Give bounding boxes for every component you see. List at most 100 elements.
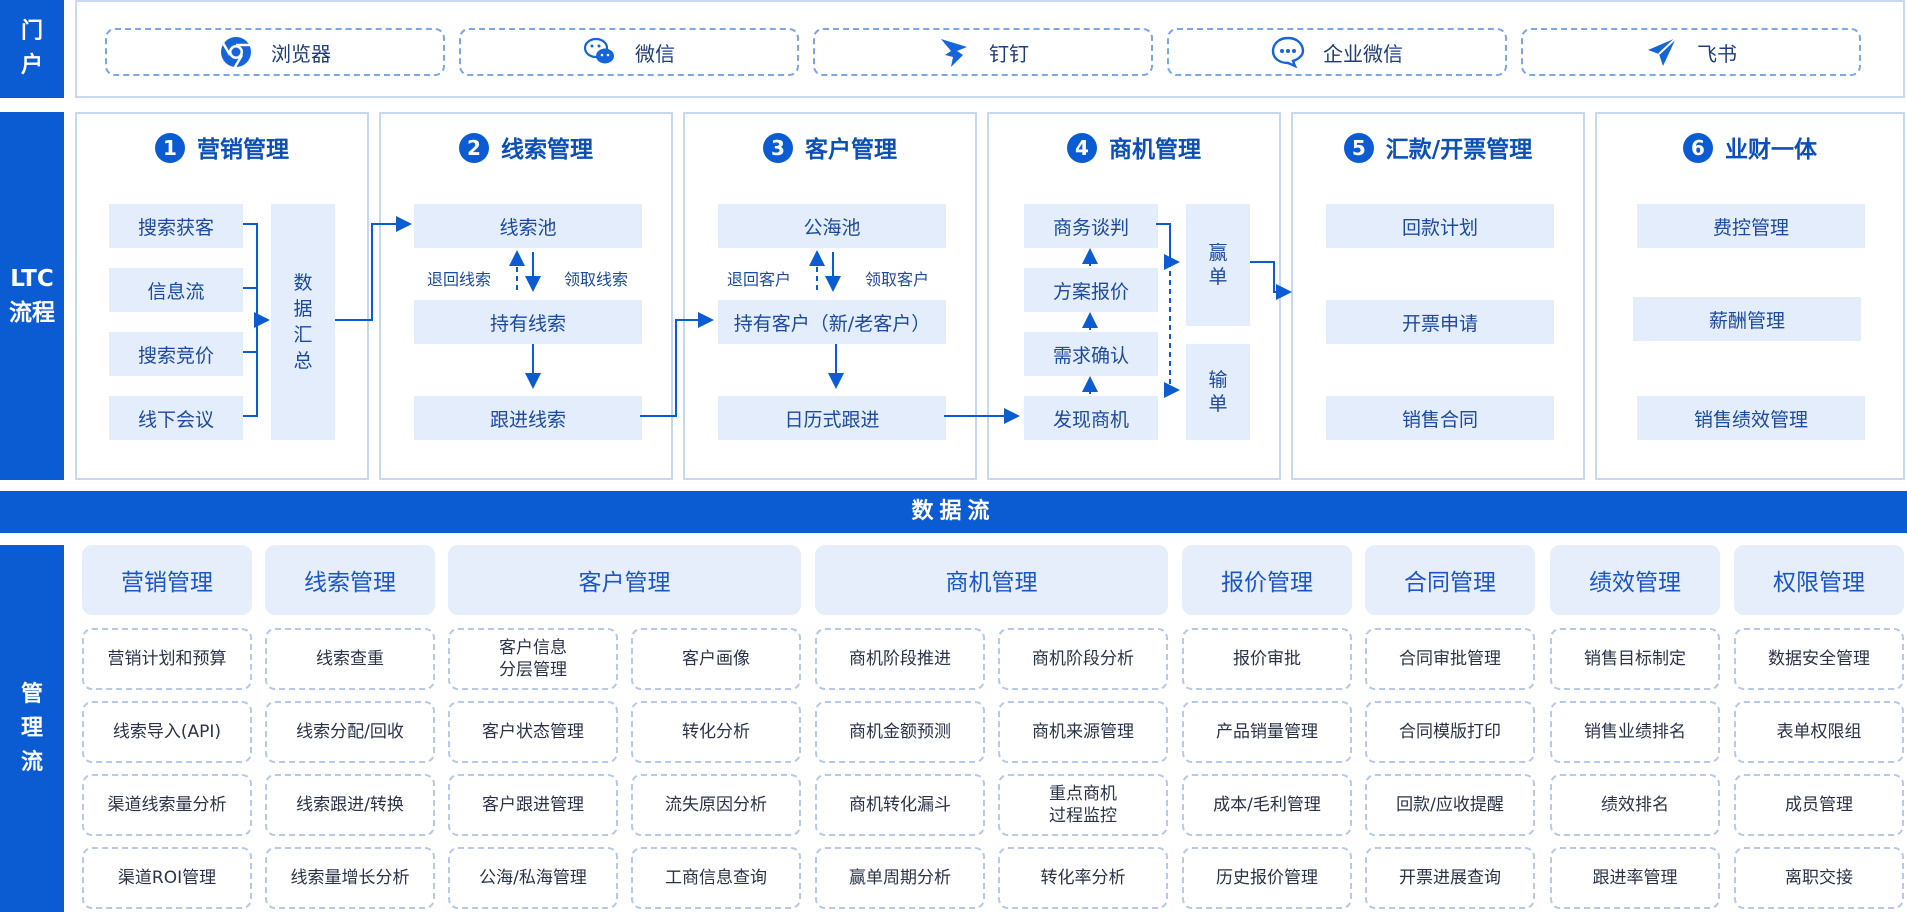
public-pool-box[interactable]: 公海池 <box>718 204 946 248</box>
step-number: 1 <box>155 133 185 163</box>
step-number: 2 <box>459 133 489 163</box>
mgmt-cell[interactable]: 渠道线索量分析 <box>82 774 252 836</box>
finance-item[interactable]: 销售绩效管理 <box>1637 396 1865 440</box>
sidebar-label: 门 <box>20 19 43 44</box>
mgmt-cell[interactable]: 回款/应收提醒 <box>1365 774 1535 836</box>
win-char: 单 <box>1208 266 1228 288</box>
mgmt-cell[interactable]: 线索量增长分析 <box>265 847 435 909</box>
mgmt-header[interactable]: 报价管理 <box>1182 545 1352 615</box>
mgmt-cell[interactable]: 成本/毛利管理 <box>1182 774 1352 836</box>
marketing-item[interactable]: 搜索获客 <box>109 204 243 248</box>
win-char: 赢 <box>1208 242 1228 264</box>
win-box[interactable]: 赢单 <box>1186 204 1250 326</box>
mgmt-cell[interactable]: 表单权限组 <box>1734 701 1904 763</box>
mgmt-cell[interactable]: 转化率分析 <box>998 847 1168 909</box>
mgmt-header[interactable]: 客户管理 <box>448 545 801 615</box>
data-summary-box[interactable]: 数据汇总 <box>271 204 335 440</box>
mgmt-cell[interactable]: 线索跟进/转换 <box>265 774 435 836</box>
lose-box[interactable]: 输单 <box>1186 344 1250 440</box>
portal-feishu[interactable]: 飞书 <box>1521 28 1861 76</box>
opp-step[interactable]: 商务谈判 <box>1024 204 1158 248</box>
stage-title-text: 客户管理 <box>805 137 897 163</box>
mgmt-cell[interactable]: 赢单周期分析 <box>815 847 985 909</box>
mgmt-cell[interactable]: 渠道ROI管理 <box>82 847 252 909</box>
opp-step[interactable]: 需求确认 <box>1024 332 1158 376</box>
mgmt-header[interactable]: 营销管理 <box>82 545 252 615</box>
mgmt-cell[interactable]: 数据安全管理 <box>1734 628 1904 690</box>
mgmt-cell[interactable]: 客户画像 <box>631 628 801 690</box>
mgmt-cell[interactable]: 客户信息 分层管理 <box>448 628 618 690</box>
mgmt-cell[interactable]: 开票进展查询 <box>1365 847 1535 909</box>
claim-lead-label: 领取线索 <box>564 270 629 289</box>
portal-label: 浏览器 <box>271 41 331 66</box>
mgmt-cell[interactable]: 商机来源管理 <box>998 701 1168 763</box>
mgmt-cell[interactable]: 历史报价管理 <box>1182 847 1352 909</box>
mgmt-cell[interactable]: 转化分析 <box>631 701 801 763</box>
mgmt-cell[interactable]: 成员管理 <box>1734 774 1904 836</box>
calendar-follow-box[interactable]: 日历式跟进 <box>718 396 946 440</box>
payment-item[interactable]: 开票申请 <box>1326 300 1554 344</box>
portal-wechat[interactable]: 微信 <box>459 28 799 76</box>
sidebar-label: 户 <box>20 53 43 78</box>
portal-wecom[interactable]: 企业微信 <box>1167 28 1507 76</box>
summary-char: 总 <box>293 350 313 372</box>
mgmt-cell[interactable]: 线索查重 <box>265 628 435 690</box>
mgmt-cell[interactable]: 重点商机 过程监控 <box>998 774 1168 836</box>
stage-marketing: 1 营销管理 搜索获客 信息流 搜索竞价 线下会议 数据汇总 <box>75 112 369 480</box>
lead-pool-box[interactable]: 线索池 <box>414 204 642 248</box>
mgmt-cell[interactable]: 商机阶段推进 <box>815 628 985 690</box>
mgmt-cell[interactable]: 销售业绩排名 <box>1550 701 1720 763</box>
payment-item[interactable]: 销售合同 <box>1326 396 1554 440</box>
mgmt-cell[interactable]: 产品销量管理 <box>1182 701 1352 763</box>
mgmt-cell[interactable]: 商机转化漏斗 <box>815 774 985 836</box>
sidebar-label: LTC <box>10 266 54 292</box>
mgmt-cell[interactable]: 跟进率管理 <box>1550 847 1720 909</box>
portal-label: 飞书 <box>1697 41 1737 66</box>
mgmt-cell[interactable]: 线索导入(API) <box>82 701 252 763</box>
held-lead-box[interactable]: 持有线索 <box>414 300 642 344</box>
finance-item[interactable]: 费控管理 <box>1637 204 1865 248</box>
mgmt-header[interactable]: 商机管理 <box>815 545 1168 615</box>
mgmt-cell[interactable]: 报价审批 <box>1182 628 1352 690</box>
mgmt-cell[interactable]: 离职交接 <box>1734 847 1904 909</box>
wecom-icon <box>1271 36 1305 69</box>
stage-title-text: 商机管理 <box>1109 137 1201 163</box>
marketing-item[interactable]: 信息流 <box>109 268 243 312</box>
mgmt-header[interactable]: 权限管理 <box>1734 545 1904 615</box>
mgmt-cell[interactable]: 客户状态管理 <box>448 701 618 763</box>
marketing-item[interactable]: 搜索竞价 <box>109 332 243 376</box>
mgmt-cell[interactable]: 商机金额预测 <box>815 701 985 763</box>
mgmt-cell[interactable]: 线索分配/回收 <box>265 701 435 763</box>
mgmt-header[interactable]: 绩效管理 <box>1550 545 1720 615</box>
finance-item[interactable]: 薪酬管理 <box>1633 297 1861 341</box>
portal-dingtalk[interactable]: 钉钉 <box>813 28 1153 76</box>
mgmt-cell[interactable]: 营销计划和预算 <box>82 628 252 690</box>
mgmt-cell[interactable]: 工商信息查询 <box>631 847 801 909</box>
mgmt-cell[interactable]: 合同模版打印 <box>1365 701 1535 763</box>
held-customer-box[interactable]: 持有客户（新/老客户） <box>718 300 946 344</box>
stage-title-text: 汇款/开票管理 <box>1385 137 1533 163</box>
wechat-icon <box>583 37 614 64</box>
mgmt-header[interactable]: 线索管理 <box>265 545 435 615</box>
opp-step[interactable]: 发现商机 <box>1024 396 1158 440</box>
stage-title-text: 营销管理 <box>197 137 289 163</box>
portal-browser[interactable]: 浏览器 <box>105 28 445 76</box>
mgmt-cell[interactable]: 商机阶段分析 <box>998 628 1168 690</box>
mgmt-cell[interactable]: 销售目标制定 <box>1550 628 1720 690</box>
opp-step[interactable]: 方案报价 <box>1024 268 1158 312</box>
return-lead-label: 退回线索 <box>427 270 492 289</box>
follow-lead-box[interactable]: 跟进线索 <box>414 396 642 440</box>
mgmt-cell[interactable]: 绩效排名 <box>1550 774 1720 836</box>
marketing-item[interactable]: 线下会议 <box>109 396 243 440</box>
mgmt-cell[interactable]: 合同审批管理 <box>1365 628 1535 690</box>
sidebar-label: 流 <box>20 749 43 775</box>
payment-item[interactable]: 回款计划 <box>1326 204 1554 248</box>
mgmt-cell[interactable]: 客户跟进管理 <box>448 774 618 836</box>
mgmt-cell[interactable]: 流失原因分析 <box>631 774 801 836</box>
step-number: 5 <box>1343 133 1374 163</box>
mgmt-cell[interactable]: 公海/私海管理 <box>448 847 618 909</box>
mgmt-header[interactable]: 合同管理 <box>1365 545 1535 615</box>
